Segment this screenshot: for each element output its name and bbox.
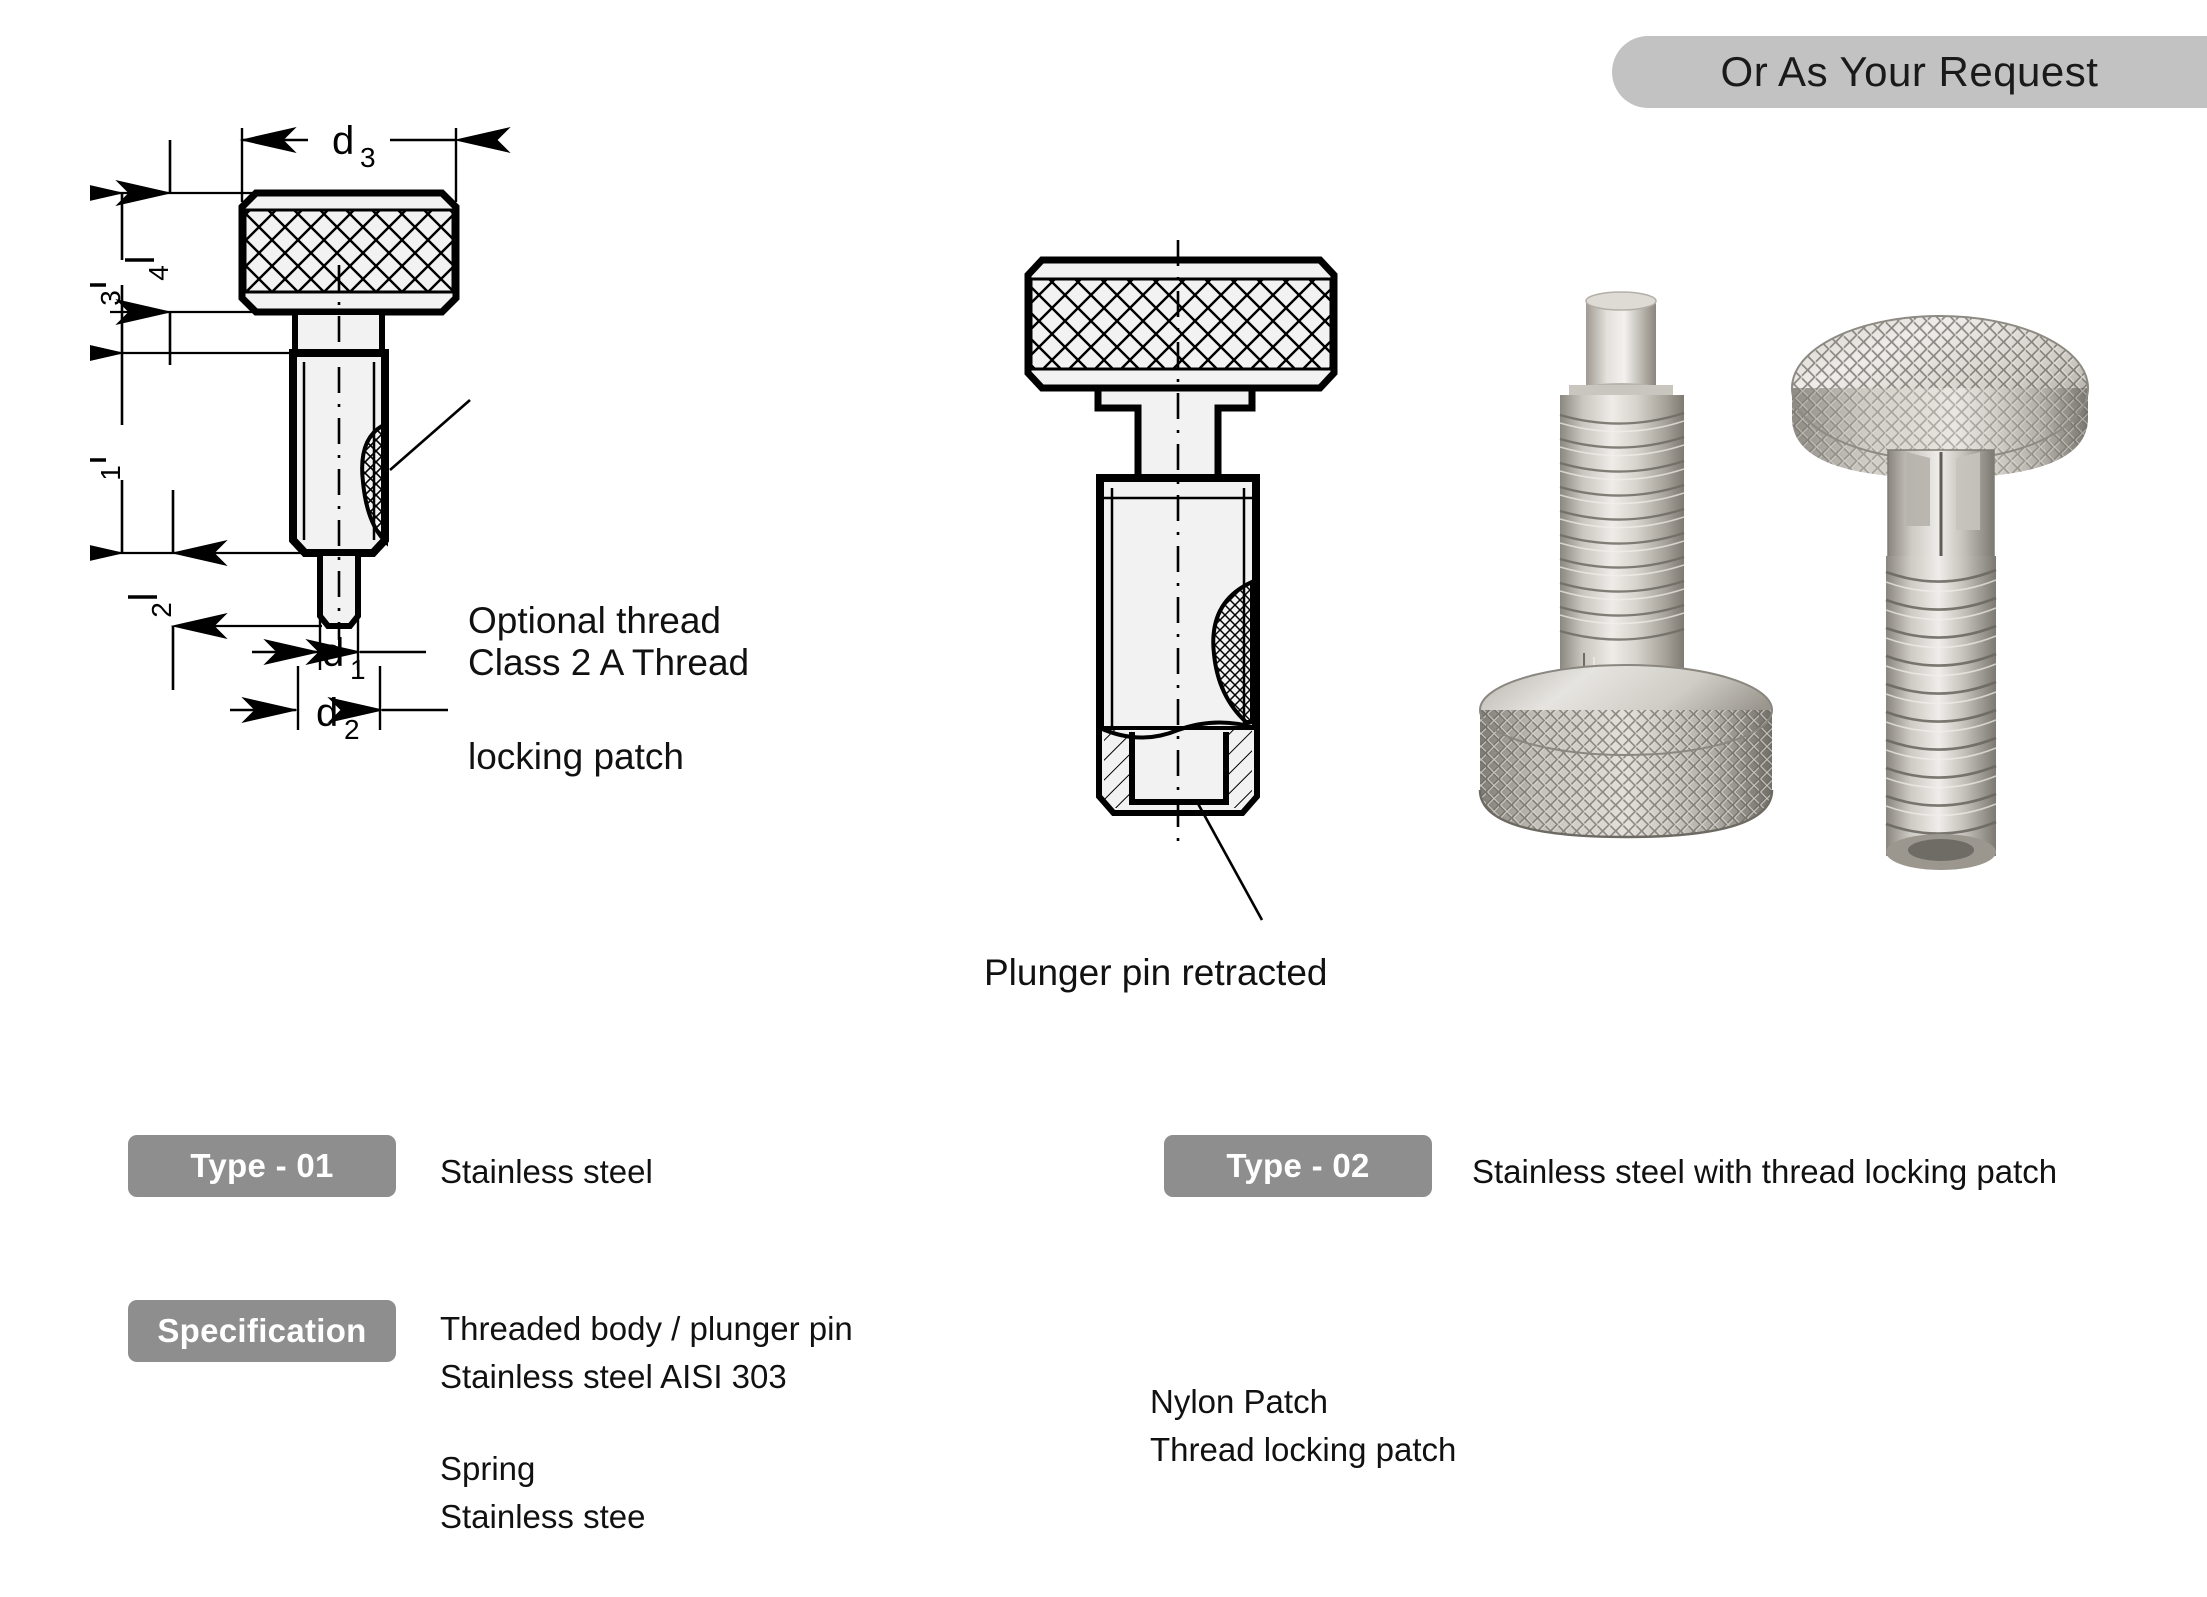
badge-type-02-label: Type - 02	[1226, 1147, 1370, 1184]
svg-text:l: l	[119, 256, 163, 265]
svg-text:2: 2	[146, 602, 177, 618]
leader-line-locking-patch	[389, 399, 471, 471]
knurled-head-photo-2	[1791, 315, 2089, 478]
callout-line-2: locking patch	[468, 735, 684, 777]
spec-text-body-pin: Threaded body / plunger pin Stainless st…	[440, 1310, 853, 1395]
dim-d1: d 1	[252, 608, 426, 685]
svg-text:l: l	[122, 593, 166, 602]
callout-plunger-pin-retracted: Plunger pin retracted	[984, 952, 1328, 993]
svg-text:l: l	[90, 456, 115, 465]
plunger-neck-right	[1094, 384, 1256, 482]
threaded-body-left	[289, 349, 389, 557]
svg-text:d: d	[322, 631, 344, 675]
photo-plunger-knurled-head	[1780, 300, 2180, 950]
thread-locking-patch-right	[1211, 578, 1254, 724]
threaded-bore-end-2	[1886, 834, 1996, 870]
legend-type-01-text: Stainless steel	[440, 1153, 653, 1190]
dim-l2: l 2	[122, 490, 228, 690]
svg-text:1: 1	[95, 465, 126, 481]
svg-text:3: 3	[360, 142, 376, 173]
badge-type-01-label: Type - 01	[190, 1147, 334, 1184]
threaded-body-photo-2	[1885, 556, 1997, 856]
header-banner: Or As Your Request	[1612, 36, 2207, 108]
leader-line-plunger-retracted	[1194, 799, 1264, 921]
thread-locking-patch-left	[360, 424, 388, 547]
plunger-tip	[1585, 291, 1657, 395]
spec-text-nylon-patch: Nylon Patch Thread locking patch	[1150, 1383, 1457, 1468]
header-banner-label: Or As Your Request	[1720, 48, 2099, 95]
callout-class-2a-thread: Class 2 A Thread	[468, 642, 750, 683]
knurled-head-right	[1024, 256, 1338, 392]
dim-d3: d 3	[239, 119, 511, 202]
legend-type-02-text: Stainless steel with thread locking patc…	[1472, 1153, 2058, 1190]
callout-line-1: Optional thread	[468, 600, 722, 642]
photo-plunger-pin-extended	[1460, 285, 1800, 935]
svg-text:1: 1	[350, 654, 366, 685]
badge-specification: Specification	[128, 1300, 396, 1362]
threaded-shank-1	[1559, 395, 1685, 655]
spec-text-spring: Spring Stainless stee	[440, 1450, 646, 1535]
badge-type-02: Type - 02	[1164, 1135, 1432, 1197]
svg-text:d: d	[316, 691, 338, 735]
dim-l1: l 1	[67, 340, 126, 566]
drawing-plunger-extended: l 4 l 3 l 1 l 2	[67, 110, 930, 790]
dim-d2: d 2	[230, 666, 448, 745]
callout-optional-thread-locking-patch: Optional thread locking patch	[468, 508, 721, 869]
knurled-head-left	[238, 189, 460, 316]
dim-l3: l 3	[67, 180, 126, 366]
svg-text:2: 2	[344, 714, 360, 745]
badge-specification-label: Specification	[157, 1312, 367, 1349]
svg-text:l: l	[90, 281, 115, 290]
dim-l4: l 4	[115, 140, 174, 365]
svg-text:d: d	[332, 119, 354, 163]
drawing-plunger-retracted	[1000, 230, 1380, 930]
svg-text:3: 3	[95, 290, 126, 306]
badge-type-01: Type - 01	[128, 1135, 396, 1197]
knurled-head-photo-1	[1478, 664, 1774, 839]
svg-text:4: 4	[143, 265, 174, 281]
